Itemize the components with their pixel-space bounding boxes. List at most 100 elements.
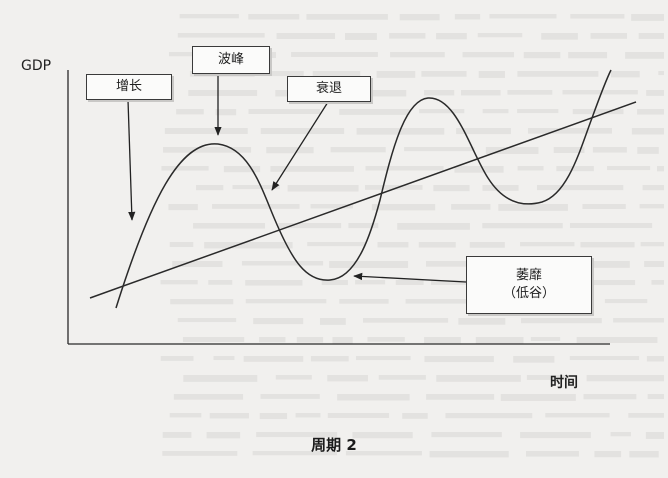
- bleed-through-text-strip: [215, 109, 237, 116]
- bleed-through-text-strip: [454, 166, 504, 173]
- bleed-through-text-strip: [482, 223, 563, 229]
- bleed-through-text-strip: [431, 280, 480, 285]
- bleed-through-text-strip: [179, 14, 239, 19]
- bleed-through-text-strip: [339, 299, 389, 304]
- bleed-through-text-strip: [259, 413, 288, 420]
- bleed-through-text-strip: [582, 204, 626, 210]
- bleed-through-text-strip: [295, 413, 321, 418]
- bleed-through-text-strip: [656, 166, 664, 172]
- bleed-through-text-strip: [163, 147, 252, 153]
- bleed-through-text-strip: [182, 337, 245, 343]
- bleed-through-text-strip: [454, 14, 481, 20]
- bleed-through-text-strip: [276, 33, 336, 40]
- bleed-through-text-strip: [275, 375, 312, 380]
- bleed-through-text-strip: [327, 375, 368, 382]
- bleed-through-text-strip: [270, 166, 354, 172]
- bleed-through-text-strip: [160, 356, 194, 361]
- bleed-through-text-strip: [259, 337, 286, 343]
- bleed-through-text-strip: [526, 375, 569, 380]
- bleed-through-text-strip: [208, 280, 233, 285]
- bleed-through-text-strip: [545, 413, 610, 418]
- trough-label-line1: 萎靡: [515, 268, 542, 284]
- gdp-cycle-curve: [115, 69, 612, 309]
- bleed-through-text-strip: [424, 356, 494, 363]
- bleed-through-text-strip: [436, 33, 467, 40]
- bleed-through-text-strip: [418, 242, 456, 248]
- growth-arrow: [127, 99, 136, 221]
- bleed-through-text-strip: [243, 356, 304, 362]
- recession-arrow: [271, 101, 329, 191]
- peak-label-box: 波峰: [192, 46, 270, 74]
- bleed-through-text-strip: [607, 166, 651, 171]
- bleed-through-text-strip: [475, 337, 524, 344]
- bleed-through-text-strip: [525, 451, 579, 457]
- bleed-through-text-strip: [160, 280, 198, 285]
- bleed-through-text-strip: [445, 413, 533, 419]
- bleed-through-text-strip: [590, 33, 628, 39]
- bleed-through-text-strip: [498, 204, 568, 211]
- bleed-through-text-strip: [213, 356, 235, 361]
- bleed-through-text-strip: [647, 394, 664, 400]
- bleed-through-text-strip: [482, 109, 509, 114]
- bleed-through-text-strip: [212, 204, 300, 209]
- bleed-through-text-strip: [631, 14, 664, 21]
- bleed-through-text-strip: [256, 432, 338, 438]
- bleed-through-text-strip: [456, 128, 511, 135]
- bleed-through-text-strip: [553, 147, 585, 154]
- bleed-through-text-strip: [576, 337, 658, 343]
- bleed-through-text-strip: [196, 185, 224, 191]
- bleed-through-text-strip: [523, 52, 561, 59]
- bleed-through-text-strip: [260, 394, 320, 399]
- bleed-through-text-strip: [390, 52, 445, 58]
- bleed-through-text-strip: [520, 432, 591, 439]
- bleed-through-text-strip: [637, 147, 659, 154]
- bleed-through-text-strip: [389, 33, 426, 39]
- bleed-through-text-strip: [319, 318, 346, 325]
- recession-label: 衰退: [315, 81, 342, 97]
- trough-label-box: 萎靡 （低谷）: [466, 256, 592, 314]
- bleed-through-text-strip: [610, 71, 640, 78]
- bleed-through-text-strip: [469, 242, 505, 248]
- bleed-through-text-strip: [556, 166, 594, 172]
- bleed-through-text-strip: [569, 223, 653, 229]
- bleed-through-text-strip: [517, 109, 559, 114]
- bleed-through-text-strip: [625, 52, 664, 59]
- bleed-through-text-strip: [517, 166, 544, 171]
- bleed-through-text-strip: [431, 432, 502, 438]
- bleed-through-text-strip: [352, 432, 413, 439]
- trend-line: [89, 101, 637, 299]
- bleed-through-text-strip: [310, 356, 349, 362]
- bleed-through-text-strip: [631, 128, 664, 135]
- bleed-through-text-strip: [362, 318, 449, 323]
- bleed-through-text-strip: [245, 299, 327, 304]
- bleed-through-text-strip: [521, 318, 602, 324]
- bleed-through-text-strip: [482, 185, 519, 191]
- trough-label-line2: （低谷）: [502, 286, 555, 301]
- bleed-through-text-strip: [312, 71, 361, 78]
- bleed-through-text-strip: [377, 242, 409, 248]
- bleed-through-text-strip: [287, 185, 359, 192]
- bleed-through-text-strip: [364, 185, 423, 190]
- bleed-through-text-strip: [173, 394, 244, 400]
- bleed-through-text-strip: [583, 394, 637, 400]
- bleed-through-text-strip: [278, 223, 342, 229]
- bleed-through-text-strip: [644, 261, 664, 268]
- x-axis-label: 时间: [550, 375, 578, 391]
- bleed-through-text-strip: [204, 242, 293, 249]
- bleed-through-text-strip: [172, 261, 223, 268]
- y-axis-label: GDP: [21, 58, 52, 74]
- bleed-through-text-strip: [332, 337, 353, 344]
- bleed-through-text-strip: [478, 71, 505, 78]
- bleed-through-text-strip: [345, 451, 422, 456]
- bleed-through-text-strip: [355, 356, 411, 361]
- bleed-through-text-strip: [170, 299, 234, 305]
- bleed-through-text-strip: [307, 242, 366, 247]
- bleed-through-text-strip: [580, 242, 635, 248]
- bleed-through-text-strip: [646, 90, 664, 96]
- bleed-through-text-strip: [658, 71, 664, 76]
- bleed-through-text-strip: [371, 204, 436, 211]
- bleed-through-text-strip: [310, 204, 353, 209]
- bleed-through-text-strip: [261, 71, 304, 77]
- bleed-through-text-strip: [348, 223, 379, 229]
